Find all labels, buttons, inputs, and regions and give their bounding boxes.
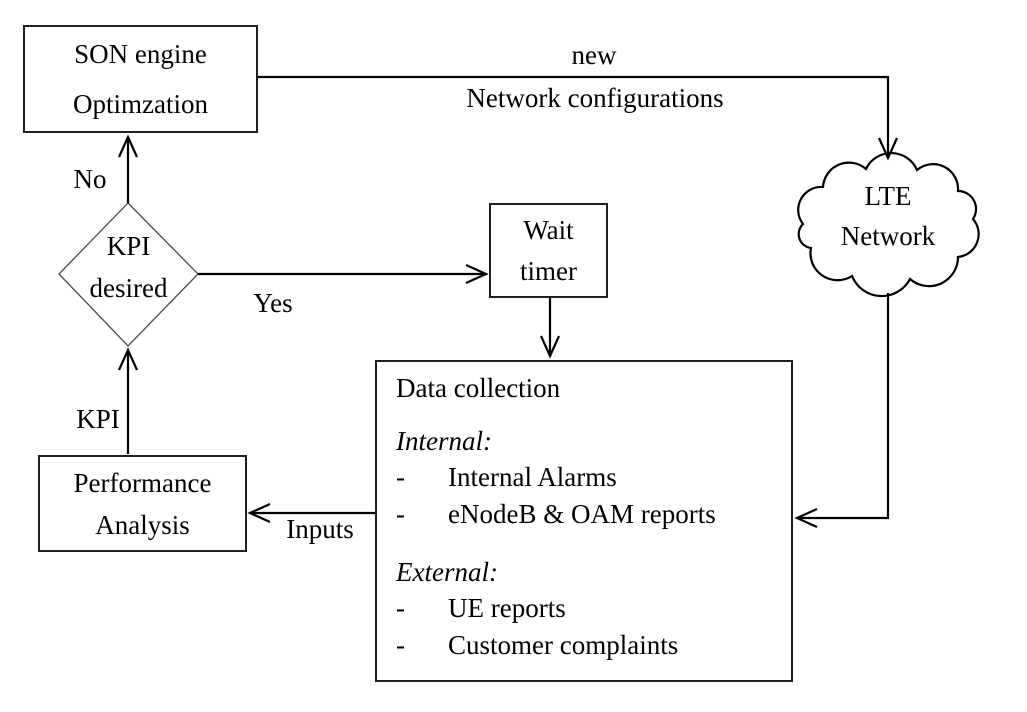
data-collection-content: Data collection Internal: - Internal Ala… bbox=[377, 362, 791, 664]
list-item: - UE reports bbox=[396, 590, 785, 627]
wait-timer-label-line1: Wait bbox=[523, 214, 574, 245]
wait-timer-node: Wait timer bbox=[489, 203, 608, 298]
list-item: - Internal Alarms bbox=[396, 459, 785, 496]
kpi-decision-label-line1: KPI bbox=[106, 231, 151, 261]
son-engine-label-line1: SON engine bbox=[74, 39, 207, 69]
performance-analysis-node: Performance Analysis bbox=[38, 455, 247, 552]
edge-label-no: No bbox=[73, 164, 107, 194]
lte-network-label-line1: LTE bbox=[864, 181, 912, 211]
data-collection-title: Data collection bbox=[396, 373, 561, 403]
wait-timer-label-line2: timer bbox=[520, 255, 577, 286]
list-item-text: UE reports bbox=[448, 593, 566, 623]
son-engine-node: SON engine Optimzation bbox=[23, 25, 258, 133]
bullet-dash: - bbox=[396, 462, 405, 492]
kpi-decision-label-line2: desired bbox=[89, 273, 168, 303]
list-item: - eNodeB & OAM reports bbox=[396, 496, 785, 533]
lte-network-label-line2: Network bbox=[840, 221, 936, 251]
list-item-text: eNodeB & OAM reports bbox=[448, 499, 716, 529]
bullet-dash: - bbox=[396, 630, 405, 660]
data-collection-external-heading: External: bbox=[396, 557, 498, 587]
edge-lte-to-data-collection bbox=[794, 293, 890, 529]
edge-label-new-config-line1: new bbox=[571, 40, 617, 70]
edge-label-kpi: KPI bbox=[76, 404, 120, 434]
kpi-decision-node: KPI desired bbox=[48, 225, 209, 309]
data-collection-internal-heading: Internal: bbox=[396, 426, 492, 456]
data-collection-node: Data collection Internal: - Internal Ala… bbox=[375, 360, 793, 682]
bullet-dash: - bbox=[396, 593, 405, 623]
edge-label-yes: Yes bbox=[253, 288, 293, 318]
bullet-dash: - bbox=[396, 499, 405, 529]
list-item-text: Internal Alarms bbox=[448, 462, 617, 492]
edge-label-new-config-line2: Network configurations bbox=[466, 83, 724, 113]
lte-network-node: LTE Network bbox=[788, 176, 988, 256]
kpi-decision-diamond-shape bbox=[58, 202, 199, 347]
performance-analysis-label-line1: Performance bbox=[73, 467, 212, 498]
performance-analysis-label-line2: Analysis bbox=[95, 509, 190, 540]
list-item-text: Customer complaints bbox=[448, 630, 679, 660]
list-item: - Customer complaints bbox=[396, 627, 785, 664]
edge-son-to-lte bbox=[258, 75, 899, 161]
edge-label-inputs: Inputs bbox=[286, 514, 354, 544]
lte-network-cloud-shape bbox=[797, 151, 980, 298]
son-engine-label-line2: Optimzation bbox=[73, 89, 208, 119]
